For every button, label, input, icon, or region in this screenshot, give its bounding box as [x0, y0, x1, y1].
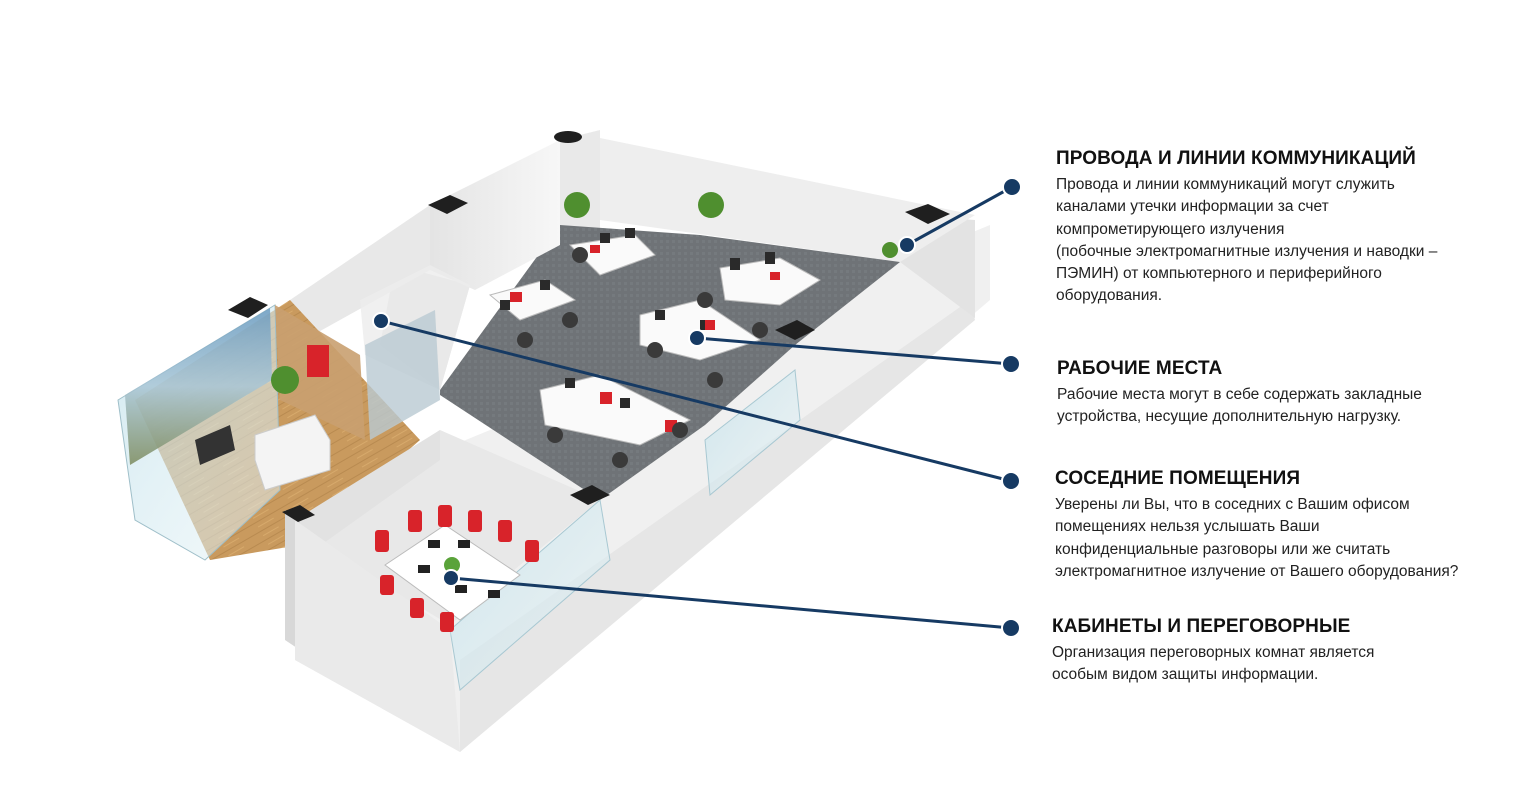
callout-text-line: Провода и линии коммуникаций могут служи… — [1056, 176, 1395, 193]
meeting-room-glass — [449, 499, 611, 691]
plants — [271, 192, 898, 394]
wall-mural — [125, 308, 272, 465]
building — [117, 130, 990, 752]
connector-dots — [372, 177, 1022, 638]
marker-wires-label — [1002, 177, 1022, 197]
callout-text-line: помещениях нельзя услышать Ваши — [1055, 518, 1320, 536]
callout-wires: ПРОВОДА И ЛИНИИ КОММУНИКАЦИЙ Провода и л… — [1056, 148, 1437, 308]
callout-text-line: (побочные электромагнитные излучения и н… — [1056, 242, 1438, 260]
callout-text-line: оборудования. — [1056, 287, 1163, 305]
marker-adjacent-label — [1001, 471, 1021, 491]
marker-wires-room — [898, 236, 916, 254]
callout-text-line: Организация переговорных комнат является — [1052, 644, 1375, 661]
callout-text-line: устройства, несущие дополнительную нагру… — [1057, 408, 1402, 426]
callout-title: СОСЕДНИЕ ПОМЕЩЕНИЯ — [1055, 468, 1301, 489]
callout-meeting-rooms: КАБИНЕТЫ И ПЕРЕГОВОРНЫЕ Организация пере… — [1052, 616, 1374, 687]
connector-wires — [906, 185, 1013, 247]
pillars — [228, 131, 950, 522]
reception-desk — [254, 414, 331, 491]
marker-workplace-room — [688, 329, 706, 347]
marker-workplace-label — [1001, 354, 1021, 374]
connector-workplaces — [696, 336, 1012, 366]
office-chairs — [517, 247, 768, 468]
laptops — [418, 540, 500, 598]
marker-meeting-label — [1001, 618, 1021, 638]
callout-text-line: компрометирующего излучения — [1056, 220, 1285, 238]
marker-meeting-room — [442, 569, 460, 587]
connectors — [380, 185, 1013, 630]
callout-title: КАБИНЕТЫ И ПЕРЕГОВОРНЫЕ — [1052, 616, 1351, 637]
connector-meeting-rooms — [450, 576, 1012, 630]
callout-title: ПРОВОДА И ЛИНИИ КОММУНИКАЦИЙ — [1056, 148, 1416, 169]
callout-text-line: электромагнитное излучение от Вашего обо… — [1055, 562, 1459, 580]
callout-text-line: особым видом защиты информации. — [1052, 666, 1319, 684]
callout-adjacent-rooms: СОСЕДНИЕ ПОМЕЩЕНИЯ Уверены ли Вы, что в … — [1055, 468, 1458, 583]
workstations — [488, 234, 821, 446]
callout-workplaces: РАБОЧИЕ МЕСТА Рабочие места могут в себе… — [1057, 358, 1422, 429]
callout-text-line: конфиденциальные разговоры или же считат… — [1055, 540, 1391, 558]
logo-sign — [307, 345, 329, 377]
marker-adjacent-room — [372, 312, 390, 330]
connector-adjacent-rooms — [380, 319, 1012, 483]
callout-text-line: Рабочие места могут в себе содержать зак… — [1057, 386, 1422, 403]
callout-text-line: Уверены ли Вы, что в соседних с Вашим оф… — [1055, 496, 1410, 513]
table-plant — [444, 557, 460, 573]
callout-text-line: каналами утечки информации за счет — [1056, 198, 1329, 216]
meeting-chairs — [375, 505, 539, 632]
callout-title: РАБОЧИЕ МЕСТА — [1057, 358, 1223, 379]
callout-text-line: ПЭМИН) от компьютерного и периферийного — [1056, 265, 1382, 283]
